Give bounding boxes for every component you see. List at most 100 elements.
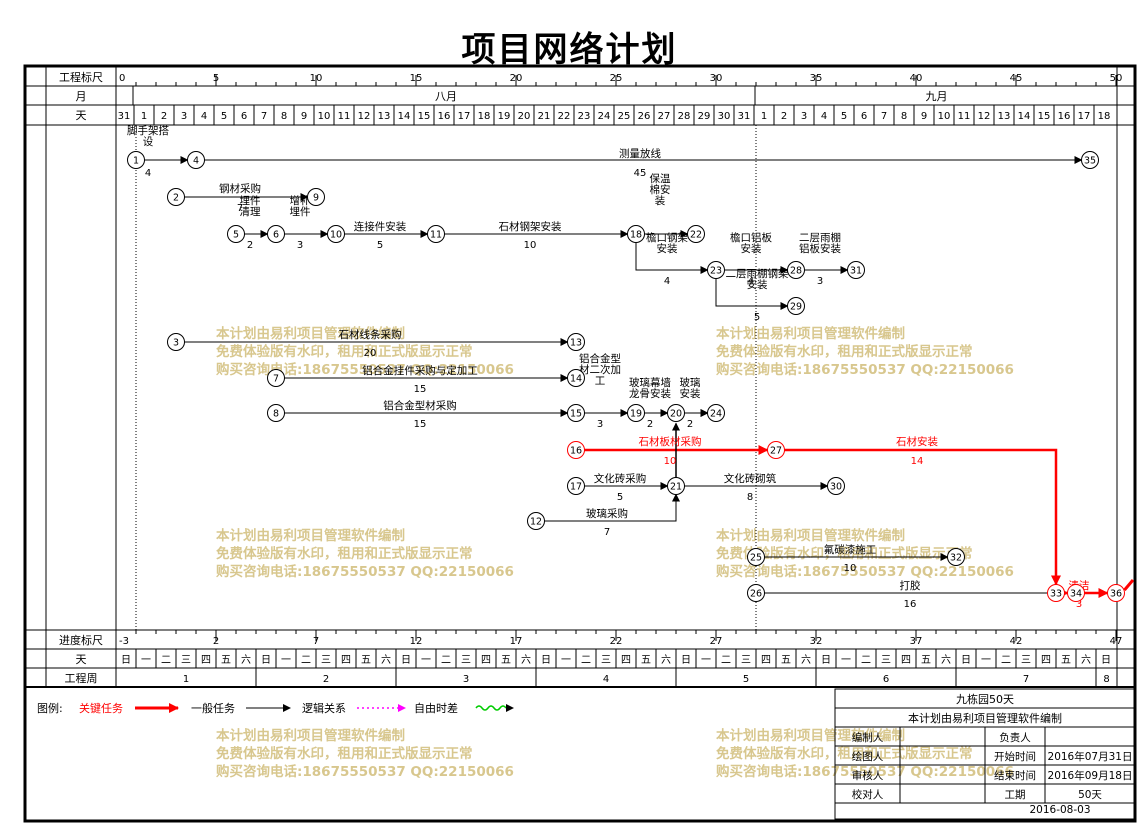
watermark-text: 购买咨询电话:18675550537 QQ:22150066: [216, 763, 514, 780]
node-label: 11: [430, 230, 442, 241]
weekday-cell: 五: [501, 655, 511, 666]
task-duration: 4: [748, 276, 754, 287]
node-circle[interactable]: [787, 297, 805, 315]
node-circle[interactable]: [707, 261, 725, 279]
weekday-cell: 五: [921, 655, 931, 666]
task-duration: 3: [597, 419, 603, 430]
day-cell: 27: [658, 111, 671, 122]
node-circle[interactable]: [1047, 584, 1065, 602]
node-label: 16: [570, 446, 582, 457]
weekday-cell: 六: [1081, 654, 1091, 666]
weekday-cell: 二: [301, 655, 311, 666]
info-cell: 2016年09月18日: [1048, 769, 1133, 782]
week-cell: 4: [603, 674, 609, 685]
task-duration: 5: [377, 240, 383, 251]
task-duration: 10: [664, 456, 677, 467]
node-circle[interactable]: [267, 404, 285, 422]
week-cell: 7: [1023, 674, 1029, 685]
task-name: 石材钢架安装: [499, 220, 562, 233]
scale-tick: 15: [410, 73, 423, 84]
day-cell: 15: [418, 111, 431, 122]
watermark-text: 免费体验版有水印，租用和正式版显示正常: [716, 545, 973, 562]
task-name: 埋件: [240, 195, 261, 207]
node-circle[interactable]: [947, 548, 965, 566]
node-circle[interactable]: [567, 404, 585, 422]
day-cell: 7: [261, 111, 267, 122]
task-duration: 7: [237, 203, 243, 214]
info-cell: 绘图人: [852, 750, 884, 763]
watermark-text: 免费体验版有水印，租用和正式版显示正常: [216, 343, 473, 360]
node-circle[interactable]: [327, 225, 345, 243]
node-circle[interactable]: [747, 548, 765, 566]
node-circle[interactable]: [267, 225, 285, 243]
node-circle[interactable]: [667, 404, 685, 422]
day-cell: 17: [458, 111, 471, 122]
progress-label: 进度标尺: [59, 633, 103, 647]
task-arrow[interactable]: [635, 242, 709, 274]
watermark-text: 免费体验版有水印，租用和正式版显示正常: [216, 745, 473, 762]
info-cell: 开始时间: [994, 750, 1036, 763]
scale-tick: 25: [610, 73, 623, 84]
day-cell: 14: [1018, 111, 1031, 122]
node-circle[interactable]: [627, 225, 645, 243]
day-cell: 6: [861, 111, 867, 122]
node-circle[interactable]: [1107, 584, 1125, 602]
node-circle[interactable]: [527, 512, 545, 530]
task-name: 二层雨棚: [799, 231, 841, 244]
node-circle[interactable]: [847, 261, 865, 279]
node-circle[interactable]: [667, 477, 685, 495]
weekday-cell: 四: [1041, 655, 1051, 666]
task-duration: 3: [1076, 599, 1082, 610]
node-circle[interactable]: [187, 151, 205, 169]
node-label: 2: [173, 193, 179, 204]
watermark-text: 购买咨询电话:18675550537 QQ:22150066: [216, 563, 514, 580]
task-arrow[interactable]: [784, 448, 1061, 586]
node-label: 31: [850, 266, 862, 277]
legend-free-float: 自由时差: [414, 701, 458, 715]
node-circle[interactable]: [427, 225, 445, 243]
day-cell: 15: [1038, 111, 1051, 122]
day-cell: 20: [518, 111, 531, 122]
node-circle[interactable]: [267, 369, 285, 387]
watermark-text: 本计划由易利项目管理软件编制: [216, 527, 405, 544]
node-circle[interactable]: [767, 441, 785, 459]
weekday-cell: 日: [401, 655, 411, 666]
week-cell: 2: [323, 674, 329, 685]
node-circle[interactable]: [567, 333, 585, 351]
task-name: 设: [143, 136, 154, 148]
task-arrow[interactable]: [544, 493, 680, 522]
progress-tick: 27: [710, 636, 723, 647]
node-circle[interactable]: [127, 151, 145, 169]
node-circle[interactable]: [627, 404, 645, 422]
weekday-cell: 六: [661, 654, 671, 666]
node-circle[interactable]: [827, 477, 845, 495]
node-circle[interactable]: [567, 369, 585, 387]
node-circle[interactable]: [227, 225, 245, 243]
task-name: 檐口钢架: [646, 231, 688, 244]
scale-label: 工程标尺: [59, 70, 103, 84]
node-circle[interactable]: [1081, 151, 1099, 169]
node-circle[interactable]: [1067, 584, 1085, 602]
weekday-cell: 三: [461, 655, 471, 666]
weekday-cell: 六: [521, 654, 531, 666]
node-circle[interactable]: [307, 188, 325, 206]
day-cell: 26: [638, 111, 651, 122]
node-circle[interactable]: [167, 188, 185, 206]
task-duration: 20: [364, 348, 377, 359]
node-circle[interactable]: [567, 441, 585, 459]
node-circle[interactable]: [787, 261, 805, 279]
node-circle[interactable]: [567, 477, 585, 495]
node-circle[interactable]: [707, 404, 725, 422]
week-cell: 5: [743, 674, 749, 685]
task-name: 石材安装: [896, 435, 938, 448]
node-circle[interactable]: [747, 584, 765, 602]
task-duration: 45: [634, 168, 647, 179]
task-name: 安装: [680, 387, 701, 400]
day-cell: 5: [841, 111, 847, 122]
node-circle[interactable]: [167, 333, 185, 351]
week-cell: 6: [883, 674, 889, 685]
node-circle[interactable]: [687, 225, 705, 243]
node-label: 29: [790, 302, 802, 313]
node-label: 28: [790, 266, 802, 277]
task-arrow[interactable]: [715, 278, 789, 310]
